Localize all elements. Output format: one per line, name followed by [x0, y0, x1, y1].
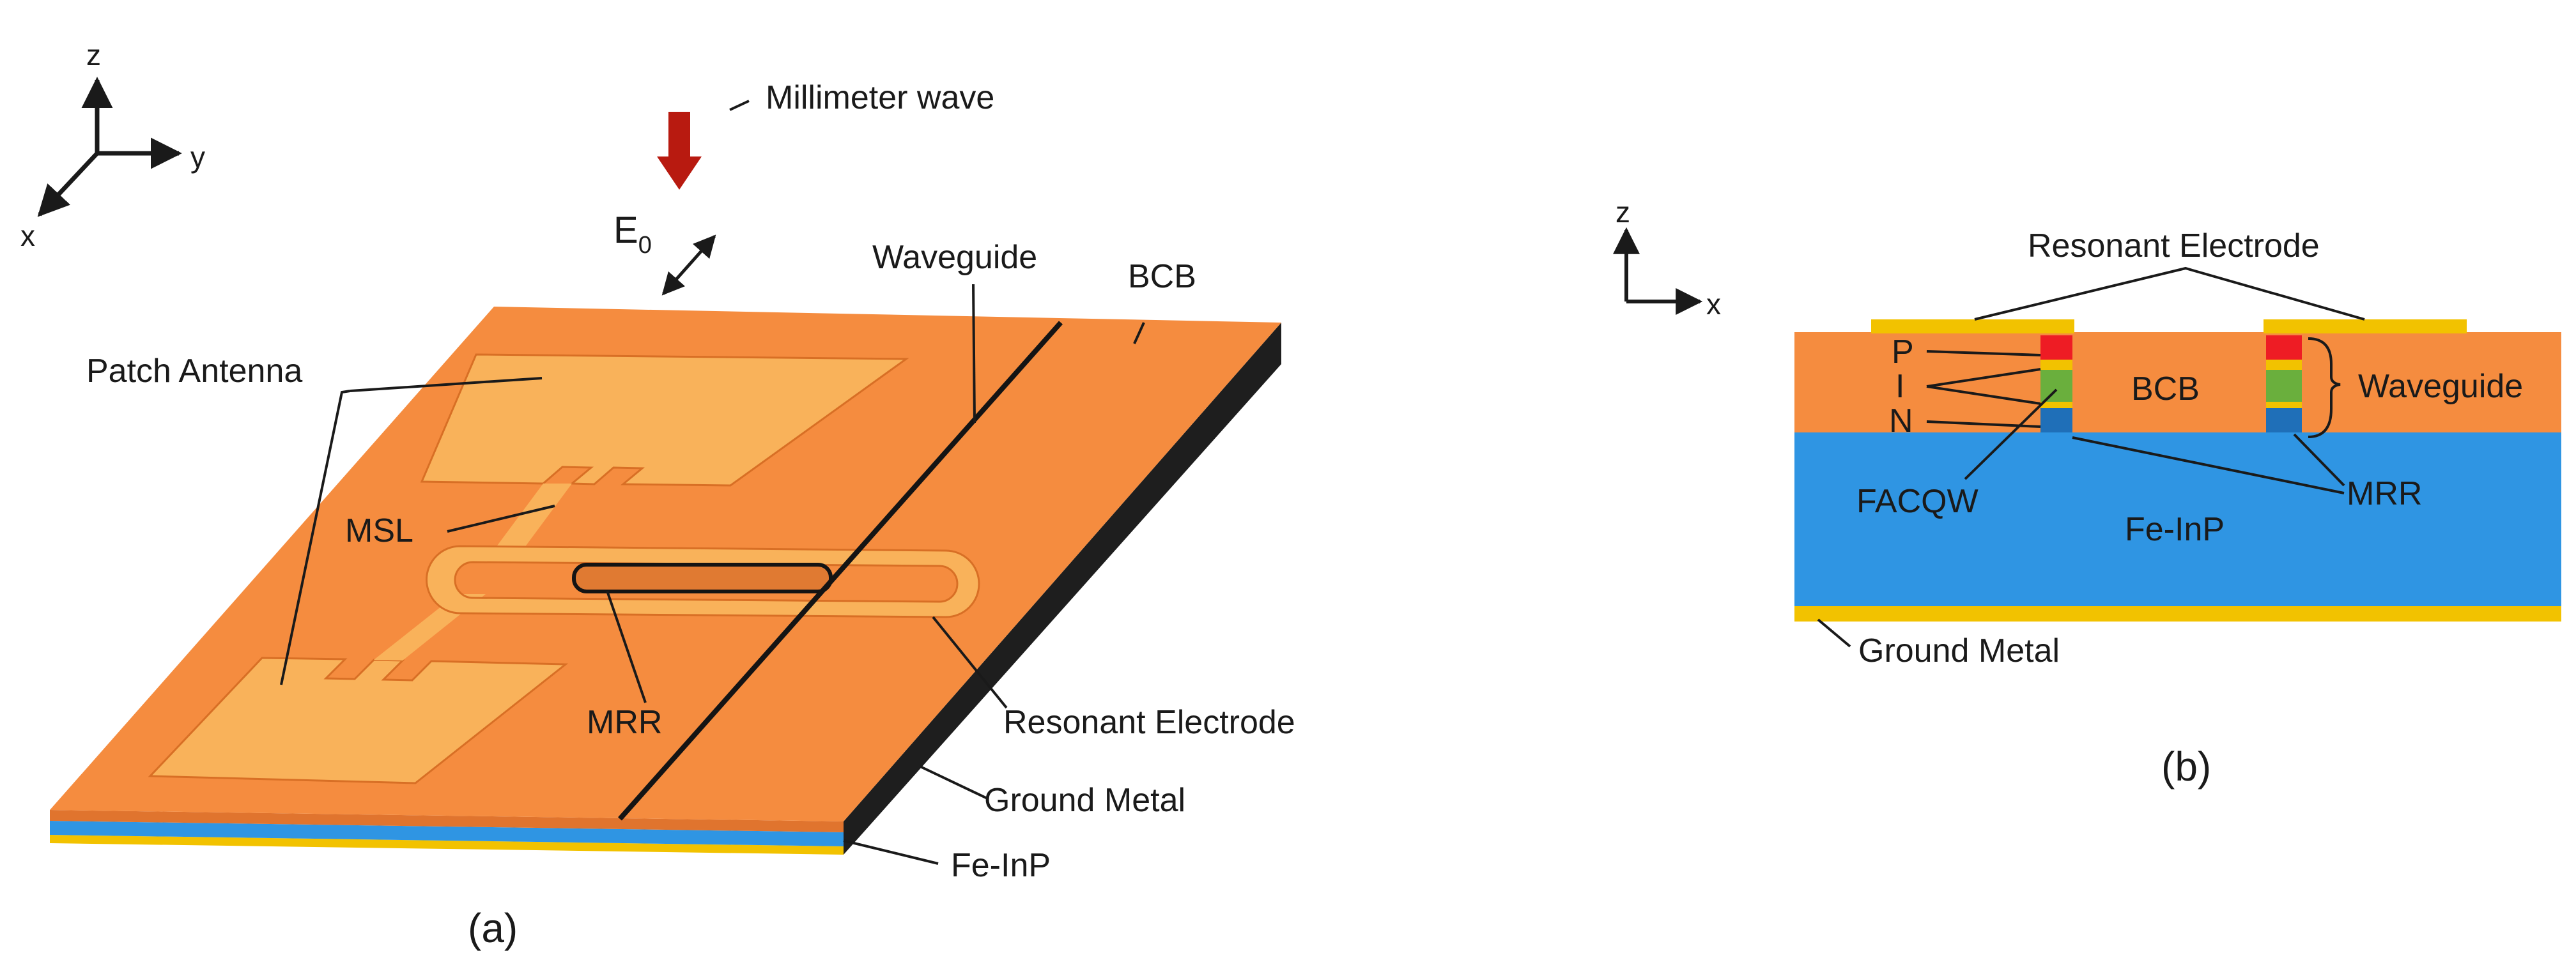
mrr-leader-a — [606, 590, 647, 703]
resonant-electrode-left-b — [1871, 319, 2074, 333]
resonant-electrode-label-b: Resonant Electrode — [2028, 227, 2320, 264]
e0-label: E0 — [613, 210, 652, 259]
z-axis-label-b: z — [1616, 195, 1630, 229]
facqw-label: FACQW — [1856, 483, 1978, 520]
waveguide-label-b: Waveguide — [2358, 368, 2523, 405]
chip-side-face — [844, 323, 1281, 855]
ground-metal-label-a: Ground Metal — [984, 782, 1185, 819]
resonant-electrode-label-a: Resonant Electrode — [1003, 704, 1295, 741]
patch-antenna-bottom — [148, 657, 569, 784]
gap-left-2 — [2040, 402, 2072, 408]
bcb-label-b: BCB — [2131, 370, 2200, 408]
fe-inp-layer-a — [50, 821, 844, 846]
ground-metal-leader-a — [920, 765, 988, 800]
patch-antenna-leader-bottom — [280, 390, 351, 685]
msl-leader — [447, 505, 555, 533]
patch-antenna-label: Patch Antenna — [86, 353, 302, 390]
mrr-label-b: MRR — [2347, 475, 2422, 512]
msl-label: MSL — [345, 512, 413, 549]
axes-a: z y x — [20, 38, 205, 252]
millimeter-wave-label: Millimeter wave — [766, 79, 994, 116]
p-layer-right — [2266, 335, 2302, 360]
axes-b: z x — [1613, 195, 1721, 321]
bcb-front-edge — [50, 810, 844, 832]
i-label: I — [1895, 368, 1904, 405]
ground-metal-leader-b — [1817, 618, 1851, 648]
fe-inp-label-a: Fe-InP — [951, 847, 1051, 884]
resonant-electrode-leader-a — [932, 616, 1008, 709]
caption-a: (a) — [468, 905, 518, 951]
ground-metal-layer-a — [50, 835, 844, 855]
i-leader-1 — [1926, 368, 2041, 388]
fe-inp-leader-a — [843, 839, 939, 865]
bcb-layer-b — [1794, 332, 2561, 432]
n-layer-left — [2040, 408, 2072, 432]
p-label: P — [1892, 333, 1914, 370]
gap-left-1 — [2040, 360, 2072, 370]
bcb-leader-a — [1133, 322, 1145, 344]
n-leader — [1926, 420, 2041, 428]
n-label: N — [1889, 402, 1913, 439]
x-axis-arrow — [37, 151, 99, 217]
z-axis-label: z — [86, 38, 101, 72]
millimeter-wave-leader — [729, 100, 750, 111]
caption-b: (b) — [2161, 744, 2211, 790]
panel-a: z y x Millimeter wave E0 — [20, 38, 1295, 951]
fe-inp-layer-b — [1794, 432, 2561, 606]
patch-antenna-leader-top — [350, 377, 543, 392]
millimeter-wave-arrow — [657, 112, 702, 190]
ground-metal-label-b: Ground Metal — [1858, 632, 2060, 669]
mrr-ring-a — [572, 563, 833, 593]
mrr-leader-b-right — [2293, 433, 2345, 487]
i-layer-left — [2040, 370, 2072, 402]
i-leader-2 — [1926, 385, 2041, 405]
facqw-leader — [1964, 388, 2058, 480]
bcb-label-a: BCB — [1128, 258, 1196, 295]
resonant-electrode-a — [426, 545, 980, 618]
msl-line-upper — [492, 484, 572, 553]
x-axis-label-b: x — [1706, 287, 1721, 321]
ground-metal-layer-b — [1794, 606, 2561, 622]
y-axis-label: y — [190, 141, 205, 174]
n-layer-right — [2266, 408, 2302, 432]
mrr-label-a: MRR — [587, 704, 662, 741]
gap-right-2 — [2266, 402, 2302, 408]
waveguide-brace — [2308, 337, 2341, 438]
waveguide-line-a — [618, 321, 1063, 821]
p-layer-left — [2040, 335, 2072, 360]
p-leader — [1926, 350, 2041, 356]
fe-inp-label-b: Fe-InP — [2125, 511, 2225, 548]
resonant-electrode-right-b — [2264, 319, 2467, 333]
waveguide-label-a: Waveguide — [872, 239, 1037, 276]
pin-stack-right — [2266, 335, 2302, 432]
x-axis-label: x — [20, 219, 35, 252]
mrr-leader-b-left — [2072, 436, 2345, 494]
waveguide-leader-a — [972, 284, 976, 423]
pin-stack-left — [2040, 335, 2072, 432]
e0-polarization-arrow — [661, 234, 716, 296]
i-layer-right — [2266, 370, 2302, 402]
resonant-electrode-leader-b — [1974, 266, 2365, 321]
panel-b: z x Resonant Electrode P I — [1613, 195, 2561, 790]
gap-right-1 — [2266, 360, 2302, 370]
